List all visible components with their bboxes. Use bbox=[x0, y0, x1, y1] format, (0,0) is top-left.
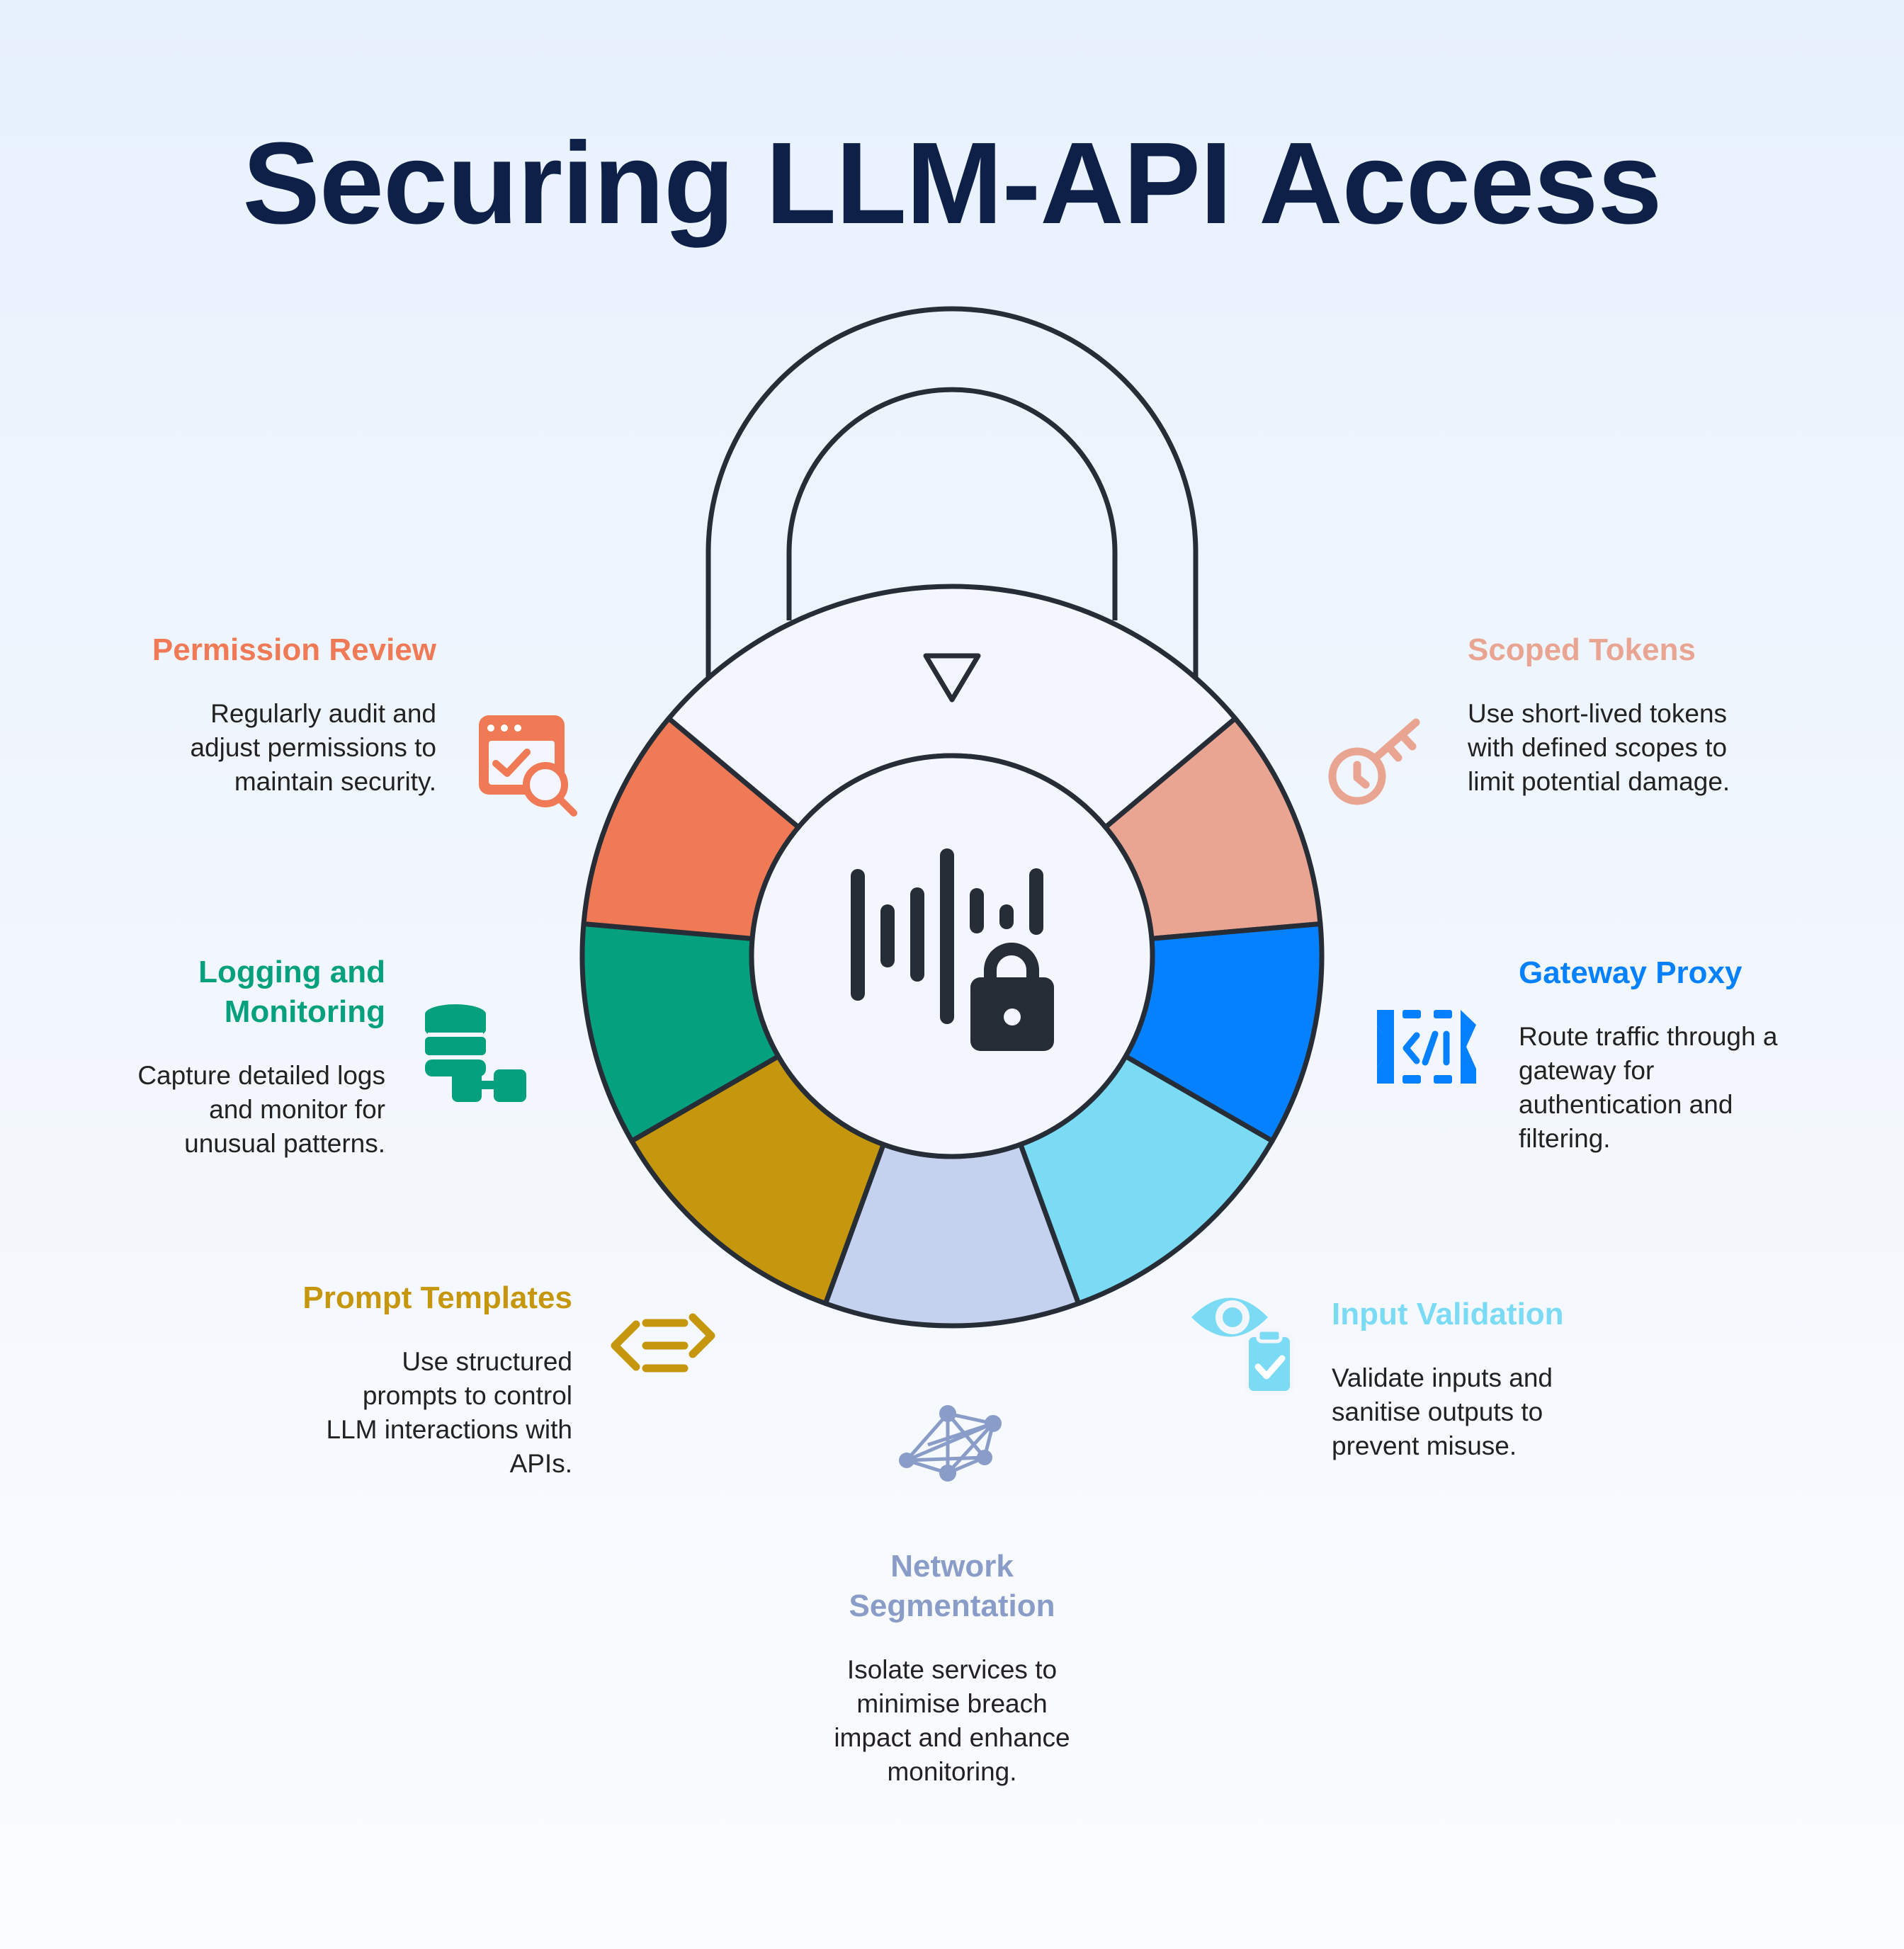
page-title: Securing LLM-API Access bbox=[242, 118, 1662, 248]
padlock-shackle bbox=[706, 306, 1198, 678]
permission-review-heading: Permission Review bbox=[152, 632, 436, 667]
prompt-templates-desc: Use structured prompts to control LLM in… bbox=[326, 1347, 572, 1478]
eye-clipboard-icon bbox=[1191, 1297, 1294, 1395]
api-gateway-icon bbox=[1377, 1010, 1476, 1084]
padlock-shackle-inner bbox=[786, 387, 1118, 620]
input-validation-block: Input Validation Validate inputs and san… bbox=[1332, 1295, 1728, 1463]
input-validation-heading: Input Validation bbox=[1332, 1297, 1564, 1331]
permission-review-desc: Regularly audit and adjust permissions t… bbox=[190, 699, 436, 796]
input-validation-desc: Validate inputs and sanitise outputs to … bbox=[1332, 1363, 1553, 1460]
prompt-templates-heading: Prompt Templates bbox=[302, 1280, 572, 1315]
network-segmentation-block: Network Segmentation Isolate services to… bbox=[740, 1547, 1164, 1789]
triangle-down-icon bbox=[923, 653, 981, 703]
permission-review-block: Permission Review Regularly audit and ad… bbox=[106, 630, 436, 799]
gateway-proxy-block: Gateway Proxy Route traffic through a ga… bbox=[1519, 953, 1887, 1156]
prompt-templates-block: Prompt Templates Use structured prompts … bbox=[177, 1278, 572, 1481]
scoped-tokens-heading: Scoped Tokens bbox=[1468, 632, 1696, 667]
code-template-icon bbox=[611, 1313, 715, 1373]
network-segmentation-heading: Network Segmentation bbox=[849, 1549, 1055, 1623]
scoped-tokens-desc: Use short-lived tokens with defined scop… bbox=[1468, 699, 1730, 796]
network-segmentation-desc: Isolate services to minimise breach impa… bbox=[834, 1655, 1070, 1786]
logging-monitoring-desc: Capture detailed logs and monitor for un… bbox=[137, 1061, 385, 1158]
gateway-proxy-heading: Gateway Proxy bbox=[1519, 955, 1742, 990]
database-icon bbox=[425, 1004, 526, 1102]
gateway-proxy-desc: Route traffic through a gateway for auth… bbox=[1519, 1022, 1778, 1153]
calendar-search-icon bbox=[479, 715, 577, 817]
logging-monitoring-heading: Logging and Monitoring bbox=[198, 955, 385, 1029]
network-mesh-icon bbox=[899, 1405, 1002, 1482]
audio-lock-icon bbox=[851, 848, 1054, 1051]
logging-monitoring-block: Logging and Monitoring Capture detailed … bbox=[71, 953, 385, 1161]
scoped-tokens-block: Scoped Tokens Use short-lived tokens wit… bbox=[1468, 630, 1864, 799]
key-clock-icon bbox=[1328, 718, 1420, 805]
